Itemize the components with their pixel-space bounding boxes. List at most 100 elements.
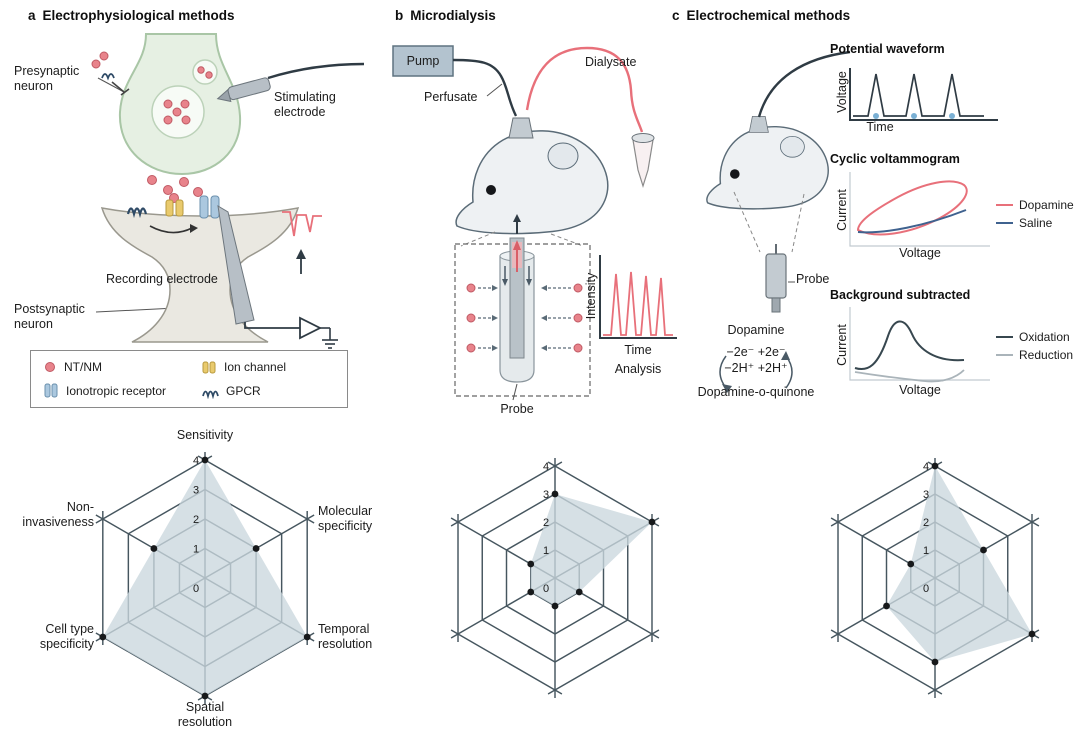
radar-tick-label: 1 — [193, 544, 199, 556]
ion-channel-icon — [165, 199, 184, 217]
mouse-eye — [730, 169, 740, 179]
ion-channel-icon — [202, 361, 216, 374]
panel-a-legend: NT/NM Ion channel Ionotropic receptor GP… — [30, 350, 348, 408]
cv-legend-saline: Saline — [996, 216, 1052, 230]
proton-transfer-label: −2H⁺ +2H⁺ — [724, 361, 788, 375]
stimulating-electrode — [216, 62, 365, 103]
autoreceptor — [91, 51, 130, 96]
quinone-label: Dopamine-o-quinone — [697, 385, 815, 399]
radar-data-point — [551, 490, 559, 498]
mouse-eye — [486, 185, 496, 195]
recording-electrode — [217, 205, 338, 349]
radar-tick-label: 0 — [923, 583, 929, 595]
electrophysiology-illustration — [91, 33, 365, 349]
legend-label: Reduction — [1019, 348, 1074, 362]
panel-a-letter: a — [28, 8, 36, 23]
reduction-trace — [854, 369, 965, 383]
radar-tick-label: 2 — [543, 517, 549, 529]
radar-data-point — [648, 518, 656, 526]
panel-a-title-text: Electrophysiological methods — [42, 8, 235, 23]
presynaptic-terminal — [118, 33, 242, 176]
legend-label: Saline — [1019, 216, 1053, 230]
saline-cv-trace — [857, 209, 967, 234]
probe-label-c: Probe — [796, 272, 830, 286]
amplifier-icon — [299, 316, 323, 340]
radar-data-point — [551, 602, 559, 610]
dialysate-tube — [525, 46, 644, 133]
radar-grid-edge — [830, 461, 943, 527]
radar-data-point — [150, 545, 158, 552]
implant — [748, 116, 769, 133]
radar-tick-label: 0 — [543, 583, 549, 595]
radar-axis-spatial-resolution: Spatial resolution — [177, 700, 233, 729]
potential-waveform-title: Potential waveform — [830, 42, 945, 56]
radar-tick-label: 3 — [193, 485, 199, 497]
signal-arrow — [149, 225, 193, 234]
electron-transfer-label: −2e⁻ +2e⁻ — [726, 345, 786, 359]
voltage-axis-label-3: Voltage — [899, 383, 941, 397]
intensity-peaks — [603, 271, 673, 336]
electrode-wire — [267, 62, 365, 80]
radar-chart-electrophysiology: 4 3 2 1 0 — [95, 452, 315, 704]
pump-label: Pump — [406, 54, 440, 68]
radar-tick-label: 3 — [543, 489, 549, 501]
radar-grid-edge — [830, 629, 943, 695]
radar-axis-cell-type-specificity: Cell type specificity — [39, 622, 94, 651]
radar-axis-molecular-specificity: Molecular specificity — [318, 504, 373, 533]
legend-label: GPCR — [226, 383, 261, 398]
radar-tick-label: 1 — [543, 545, 549, 557]
reduction-line-swatch — [996, 354, 1013, 356]
current-axis-label-2: Current — [835, 189, 849, 231]
legend-label: Oxidation — [1019, 330, 1070, 344]
intensity-axis-label: Intensity — [584, 272, 598, 320]
radar-tick-label: 2 — [923, 517, 929, 529]
legend-label: Dopamine — [1019, 198, 1074, 212]
voltage-axis-label-1: Voltage — [835, 71, 849, 113]
legend-label: Ion channel — [224, 360, 287, 374]
time-axis-label-c: Time — [866, 120, 894, 134]
legend-item-ion-channel: Ion channel — [201, 359, 335, 375]
radar-data-polygon — [102, 460, 308, 696]
gpcr-icon — [202, 390, 219, 399]
radar-data-point — [201, 456, 209, 464]
dopamine-line-swatch — [996, 204, 1013, 206]
bs-legend-reduction: Reduction — [996, 348, 1073, 362]
recording-electrode-label: Recording electrode — [106, 272, 218, 286]
perfusate-label: Perfusate — [424, 90, 478, 104]
current-axis-label-3: Current — [835, 324, 849, 366]
pointer-line — [486, 83, 503, 97]
radar-grid-edge — [547, 629, 660, 695]
radar-tick-label: 4 — [193, 455, 199, 467]
radar-grid-edge — [547, 461, 660, 527]
waveform-markers — [873, 113, 955, 119]
postsynaptic-neuron-label: Postsynaptic neuron — [14, 302, 85, 331]
analyte-dots — [466, 283, 583, 353]
electrochemistry-illustration — [706, 50, 998, 393]
background-subtracted-plot — [849, 307, 990, 383]
postsynaptic-neuron-shape — [100, 195, 300, 343]
radar-tick-label: 4 — [923, 461, 929, 473]
diffusion-arrowheads — [492, 285, 547, 351]
panel-a-title: a Electrophysiological methods — [28, 8, 235, 23]
bs-legend-oxidation: Oxidation — [996, 330, 1070, 344]
electrode-wire — [757, 50, 851, 118]
cyclic-voltammogram-title: Cyclic voltammogram — [830, 152, 960, 166]
radar-data-point — [883, 602, 890, 610]
dopamine-label: Dopamine — [727, 323, 785, 337]
microdialysis-illustration — [392, 45, 677, 401]
radar-tick-label: 2 — [193, 514, 199, 526]
radar-data-point — [575, 588, 583, 596]
cyclic-voltammogram-plot — [849, 172, 990, 247]
presynaptic-neuron-label: Presynaptic neuron — [14, 64, 80, 93]
vesicle — [192, 59, 218, 85]
neurotransmitter-dots — [163, 66, 213, 125]
potential-waveform-plot — [849, 68, 998, 121]
mouse-head — [706, 116, 829, 210]
panel-c-letter: c — [672, 8, 680, 23]
ground-icon — [320, 327, 338, 349]
radar-tick-label: 0 — [193, 583, 199, 595]
oxidation-trace — [854, 320, 965, 371]
